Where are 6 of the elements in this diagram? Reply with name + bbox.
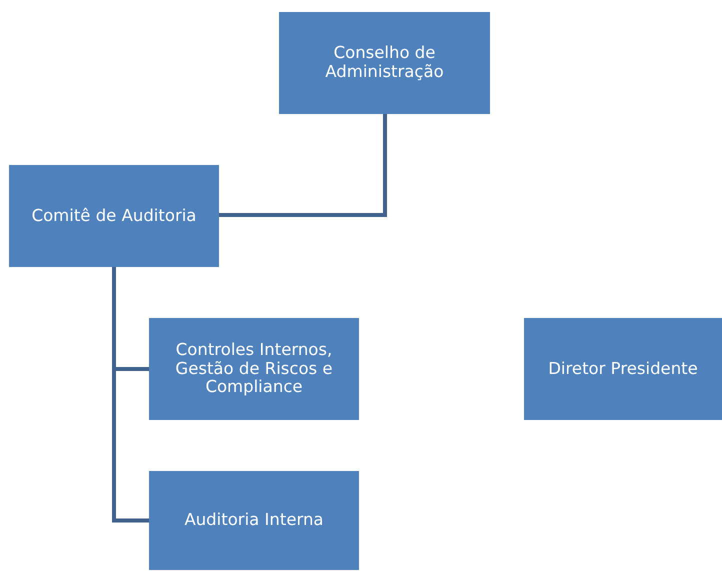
connector-line <box>219 114 387 217</box>
org-box: Auditoria Interna <box>149 471 359 570</box>
org-box: Conselho de Administração <box>279 12 490 114</box>
org-box: Diretor Presidente <box>524 318 722 420</box>
org-box: Controles Internos, Gestão de Riscos e Compliance <box>149 318 359 420</box>
org-box: Comitê de Auditoria <box>9 165 219 267</box>
